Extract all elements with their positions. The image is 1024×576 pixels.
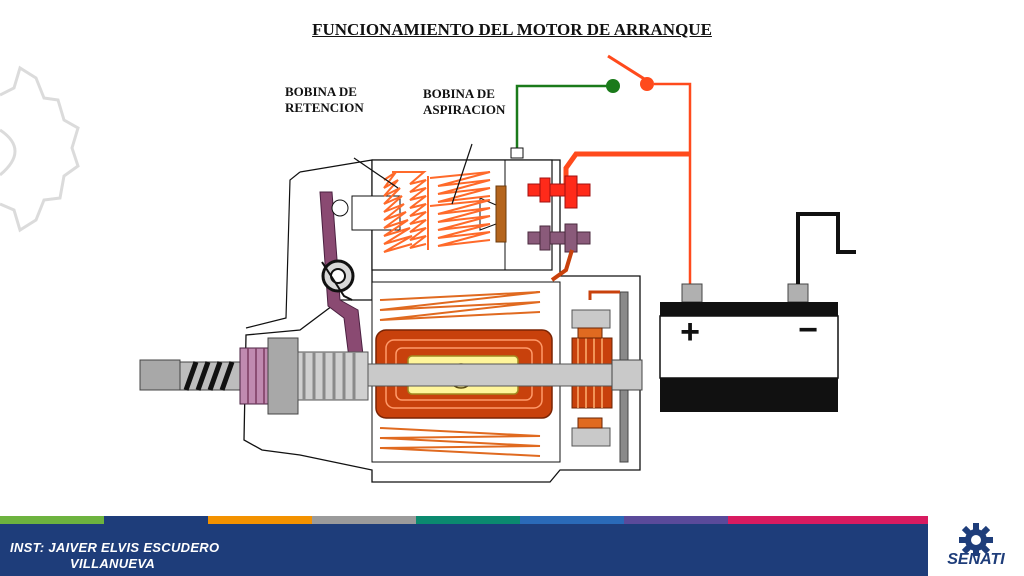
terminal-positive	[527, 175, 591, 209]
instructor-line2: VILLANUEVA	[70, 556, 156, 571]
footer-stripe-7	[624, 516, 728, 524]
footer-stripe-4	[312, 516, 416, 524]
label-retencion-line1: BOBINA DE	[285, 84, 357, 99]
label-aspiracion-line1: BOBINA DE	[423, 86, 495, 101]
gear-icon	[0, 65, 80, 233]
footer-stripe-1	[0, 516, 104, 524]
control-wire	[515, 84, 613, 150]
starter-housing	[243, 159, 641, 483]
label-retencion-line2: RETENCION	[285, 100, 364, 115]
battery-negative-sign: −	[798, 311, 818, 349]
coil-retencion	[383, 171, 427, 253]
battery-icon: + −	[659, 283, 839, 412]
terminal-motor	[527, 223, 591, 253]
coil-aspiracion	[427, 171, 491, 250]
label-bobina-aspiracion: BOBINA DE ASPIRACION	[423, 86, 505, 118]
ground-cable	[796, 212, 856, 284]
instructor-line1: INST: JAIVER ELVIS ESCUDERO	[10, 540, 220, 555]
footer-stripe-2	[104, 516, 208, 524]
brand-logo: SENATI	[928, 516, 1024, 576]
footer-stripe-5	[416, 516, 520, 524]
footer-bar: INST: JAIVER ELVIS ESCUDERO VILLANUEVA	[0, 524, 928, 576]
switch-icon	[606, 54, 654, 93]
footer: INST: JAIVER ELVIS ESCUDERO VILLANUEVA S…	[0, 516, 1024, 576]
battery-positive-sign: +	[680, 313, 700, 351]
gear-icon	[959, 523, 993, 556]
switch-wire	[654, 82, 692, 286]
footer-stripe-6	[520, 516, 624, 524]
clutch-spring	[297, 351, 369, 401]
battery-cable	[563, 151, 690, 186]
footer-stripe-8	[728, 516, 928, 524]
page-title: FUNCIONAMIENTO DEL MOTOR DE ARRANQUE	[312, 20, 712, 39]
engagement-lever	[319, 191, 365, 367]
plunger-contact-disc	[495, 185, 507, 243]
brand-name: SENATI	[947, 551, 1005, 568]
label-bobina-retencion: BOBINA DE RETENCION	[285, 84, 364, 116]
instructor-name: INST: JAIVER ELVIS ESCUDERO VILLANUEVA	[10, 540, 240, 572]
footer-stripe-3	[208, 516, 312, 524]
label-aspiracion-line2: ASPIRACION	[423, 102, 506, 117]
pinion	[239, 337, 299, 415]
drive-gear	[179, 361, 241, 391]
